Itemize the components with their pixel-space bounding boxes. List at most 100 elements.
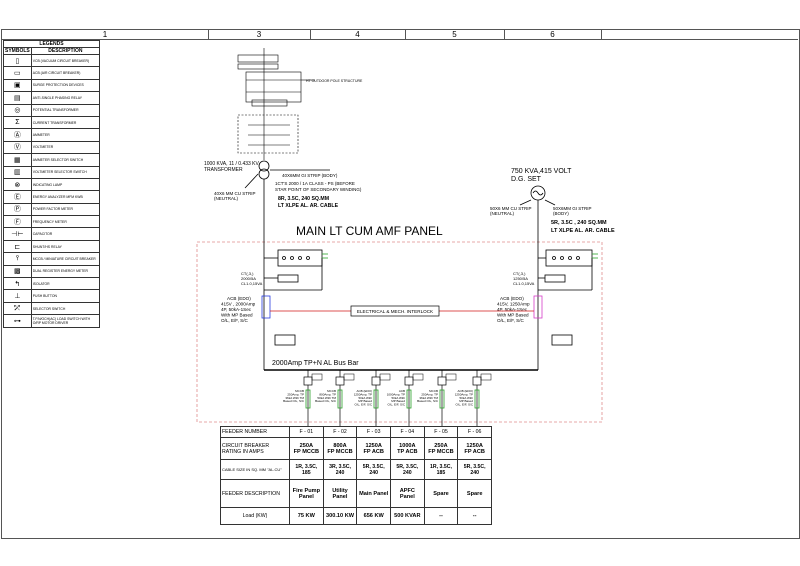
legend-row: ▤ANTI-SINGLE PHASING RELAY <box>3 91 101 105</box>
bus-bar-label: 2000Amp TP+N AL Bus Bar <box>272 360 359 367</box>
dg-rating: 750 KVA,415 VOLT <box>511 168 572 175</box>
transformer-cable-type: LT XLPE AL. AR. CABLE <box>278 203 339 209</box>
acb-left-line4: O/L, E/F, S/C <box>221 318 248 323</box>
feeder-description-cell: Spare <box>457 479 492 508</box>
column-header-1: 1 <box>2 30 209 39</box>
dg-cable-type: LT XLPE AL. AR. CABLE <box>551 228 615 234</box>
legend-description: VOLTMETER SELECTOR SWITCH <box>30 165 101 179</box>
legend-row: ▣SURGE PROTECTION DEVICES <box>3 78 101 93</box>
dg-body-strip-1: 50X6MM GI STRIP <box>553 206 592 211</box>
feeder-number-cell: F - 01 <box>289 426 324 438</box>
legend-row: ⫯MCCB / MINIATURE CIRCUIT BREAKER <box>3 252 101 266</box>
interlock-box <box>350 305 440 317</box>
acb-right-line3: With MP Based <box>497 313 529 318</box>
legend-row: ▥VOLTMETER SELECTOR SWITCH <box>3 165 101 179</box>
legend-row: ⊗INDICATING LAMP <box>3 177 101 192</box>
transformer-ct-note-2: STAR POINT OF SECONDARY WINDING) <box>275 187 362 192</box>
legend-description: VOLTMETER <box>30 140 101 155</box>
load-cell: -- <box>457 507 492 525</box>
acb-right-title: ACB (EDO) <box>500 296 524 301</box>
ammeter-icon: Ⓐ <box>3 128 32 142</box>
transformer-body-strip: 40X6MM GI STRIP (BODY) <box>282 173 338 178</box>
feeder-number-cell: F - 03 <box>356 426 392 438</box>
cable-size-label: CABLE SIZE IN SQ. MM "AL.CU" <box>220 459 290 480</box>
legend-description: ENERGY ANALYZER MFM KWB <box>30 190 101 204</box>
transformer-ct-note-1: 1CT'S 2000 / 1A CLASS - PS (BEFORE <box>275 181 355 186</box>
panel-boundary <box>196 241 603 423</box>
column-header-6: 6 <box>504 30 602 39</box>
feeder-number-label: FEEDER NUMBER <box>220 426 290 438</box>
panel-title: MAIN LT CUM AMF PANEL <box>296 224 443 238</box>
legend-description: POWER FACTOR METER <box>30 202 101 217</box>
cable-size-cell: 1R, 3.5C, 185 <box>289 459 324 480</box>
dg-name: D.G. SET <box>511 176 542 183</box>
feeder-number-cell: F - 02 <box>322 426 358 438</box>
incomer-right <box>533 242 593 370</box>
dg-body-strip-2: (BODY) <box>553 211 569 216</box>
column-header-4: 4 <box>310 30 406 39</box>
legend-description: SHUNT/HS RELAY <box>30 239 101 254</box>
dg-set-symbol <box>519 185 556 242</box>
acb-right-line2: 4P, 50kA-1Sec <box>497 307 528 312</box>
pf-meter-icon: Ⓟ <box>3 202 32 217</box>
feeder-description-cell: APFC Panel <box>390 479 425 508</box>
transformer-neutral-strip-2: (NEUTRAL) <box>214 196 239 201</box>
acb-left-line3: With MP Based <box>221 313 253 318</box>
transformer-name: TRANSFORMER <box>204 167 243 173</box>
transformer-symbol <box>244 160 330 242</box>
legend-row: ⊶T.P.N/OCH(AC) LOAD SWITCH WITH O/RP MOT… <box>3 314 101 328</box>
acb-right-label: ACB (EDO) 415V, 1250Amp 4P, 50kA-1Sec Wi… <box>497 296 531 323</box>
acb-left-line1: 415V , 2000Amp <box>221 302 256 307</box>
ht-structure-note: HT OUTDOOR POLE STRUCTURE <box>306 79 363 83</box>
feeder-description-label: FEEDER DESCRIPTION <box>220 479 290 508</box>
breaker-rating-label: CIRCUIT BREAKER RATING IN AMPS <box>220 437 290 460</box>
dg-neutral-strip-2: (NEUTRAL) <box>490 211 515 216</box>
voltmeter-selector-icon: ▥ <box>3 165 32 179</box>
legend-table: LEGENDS SYMBOLS DESCRIPTION ▯VCB (VACUUM… <box>3 40 101 328</box>
ht-structure <box>237 48 315 160</box>
load-cell: 75 KW <box>289 507 324 525</box>
legend-description: INDICATING LAMP <box>30 177 101 192</box>
feeder-number-cell: F - 04 <box>390 426 425 438</box>
feeder-number-cell: F - 06 <box>457 426 492 438</box>
load-label: Load (KW) <box>220 507 290 525</box>
column-header-3: 3 <box>208 30 311 39</box>
load-cell: 500 KVAR <box>390 507 425 525</box>
cable-size-cell: 5R, 3.5C, 240 <box>390 459 425 480</box>
transformer-cable: 8R, 3.5C, 240 SQ.MM <box>278 196 329 202</box>
feeder-number-cell: F - 05 <box>423 426 459 438</box>
feeder-description-cell: Spare <box>423 479 459 508</box>
acb-left-line2: 4P, 50kA-1Sec <box>221 307 252 312</box>
acb-right-line4: O/L, E/F, S/C <box>497 318 524 323</box>
cable-size-cell: 3R, 3.5C, 240 <box>322 459 358 480</box>
dg-cable: 5R, 3.5C , 240 SQ.MM <box>551 220 607 226</box>
legend-description: AMMETER <box>30 128 101 142</box>
legend-row: ▦AMMETER SELECTOR SWITCH <box>3 153 101 167</box>
interlock-label: ELECTRICAL & MECH. INTERLOCK <box>357 309 434 314</box>
cable-size-cell: 1R, 3.5C, 185 <box>423 459 459 480</box>
load-cell: 300.10 KW <box>322 507 358 525</box>
